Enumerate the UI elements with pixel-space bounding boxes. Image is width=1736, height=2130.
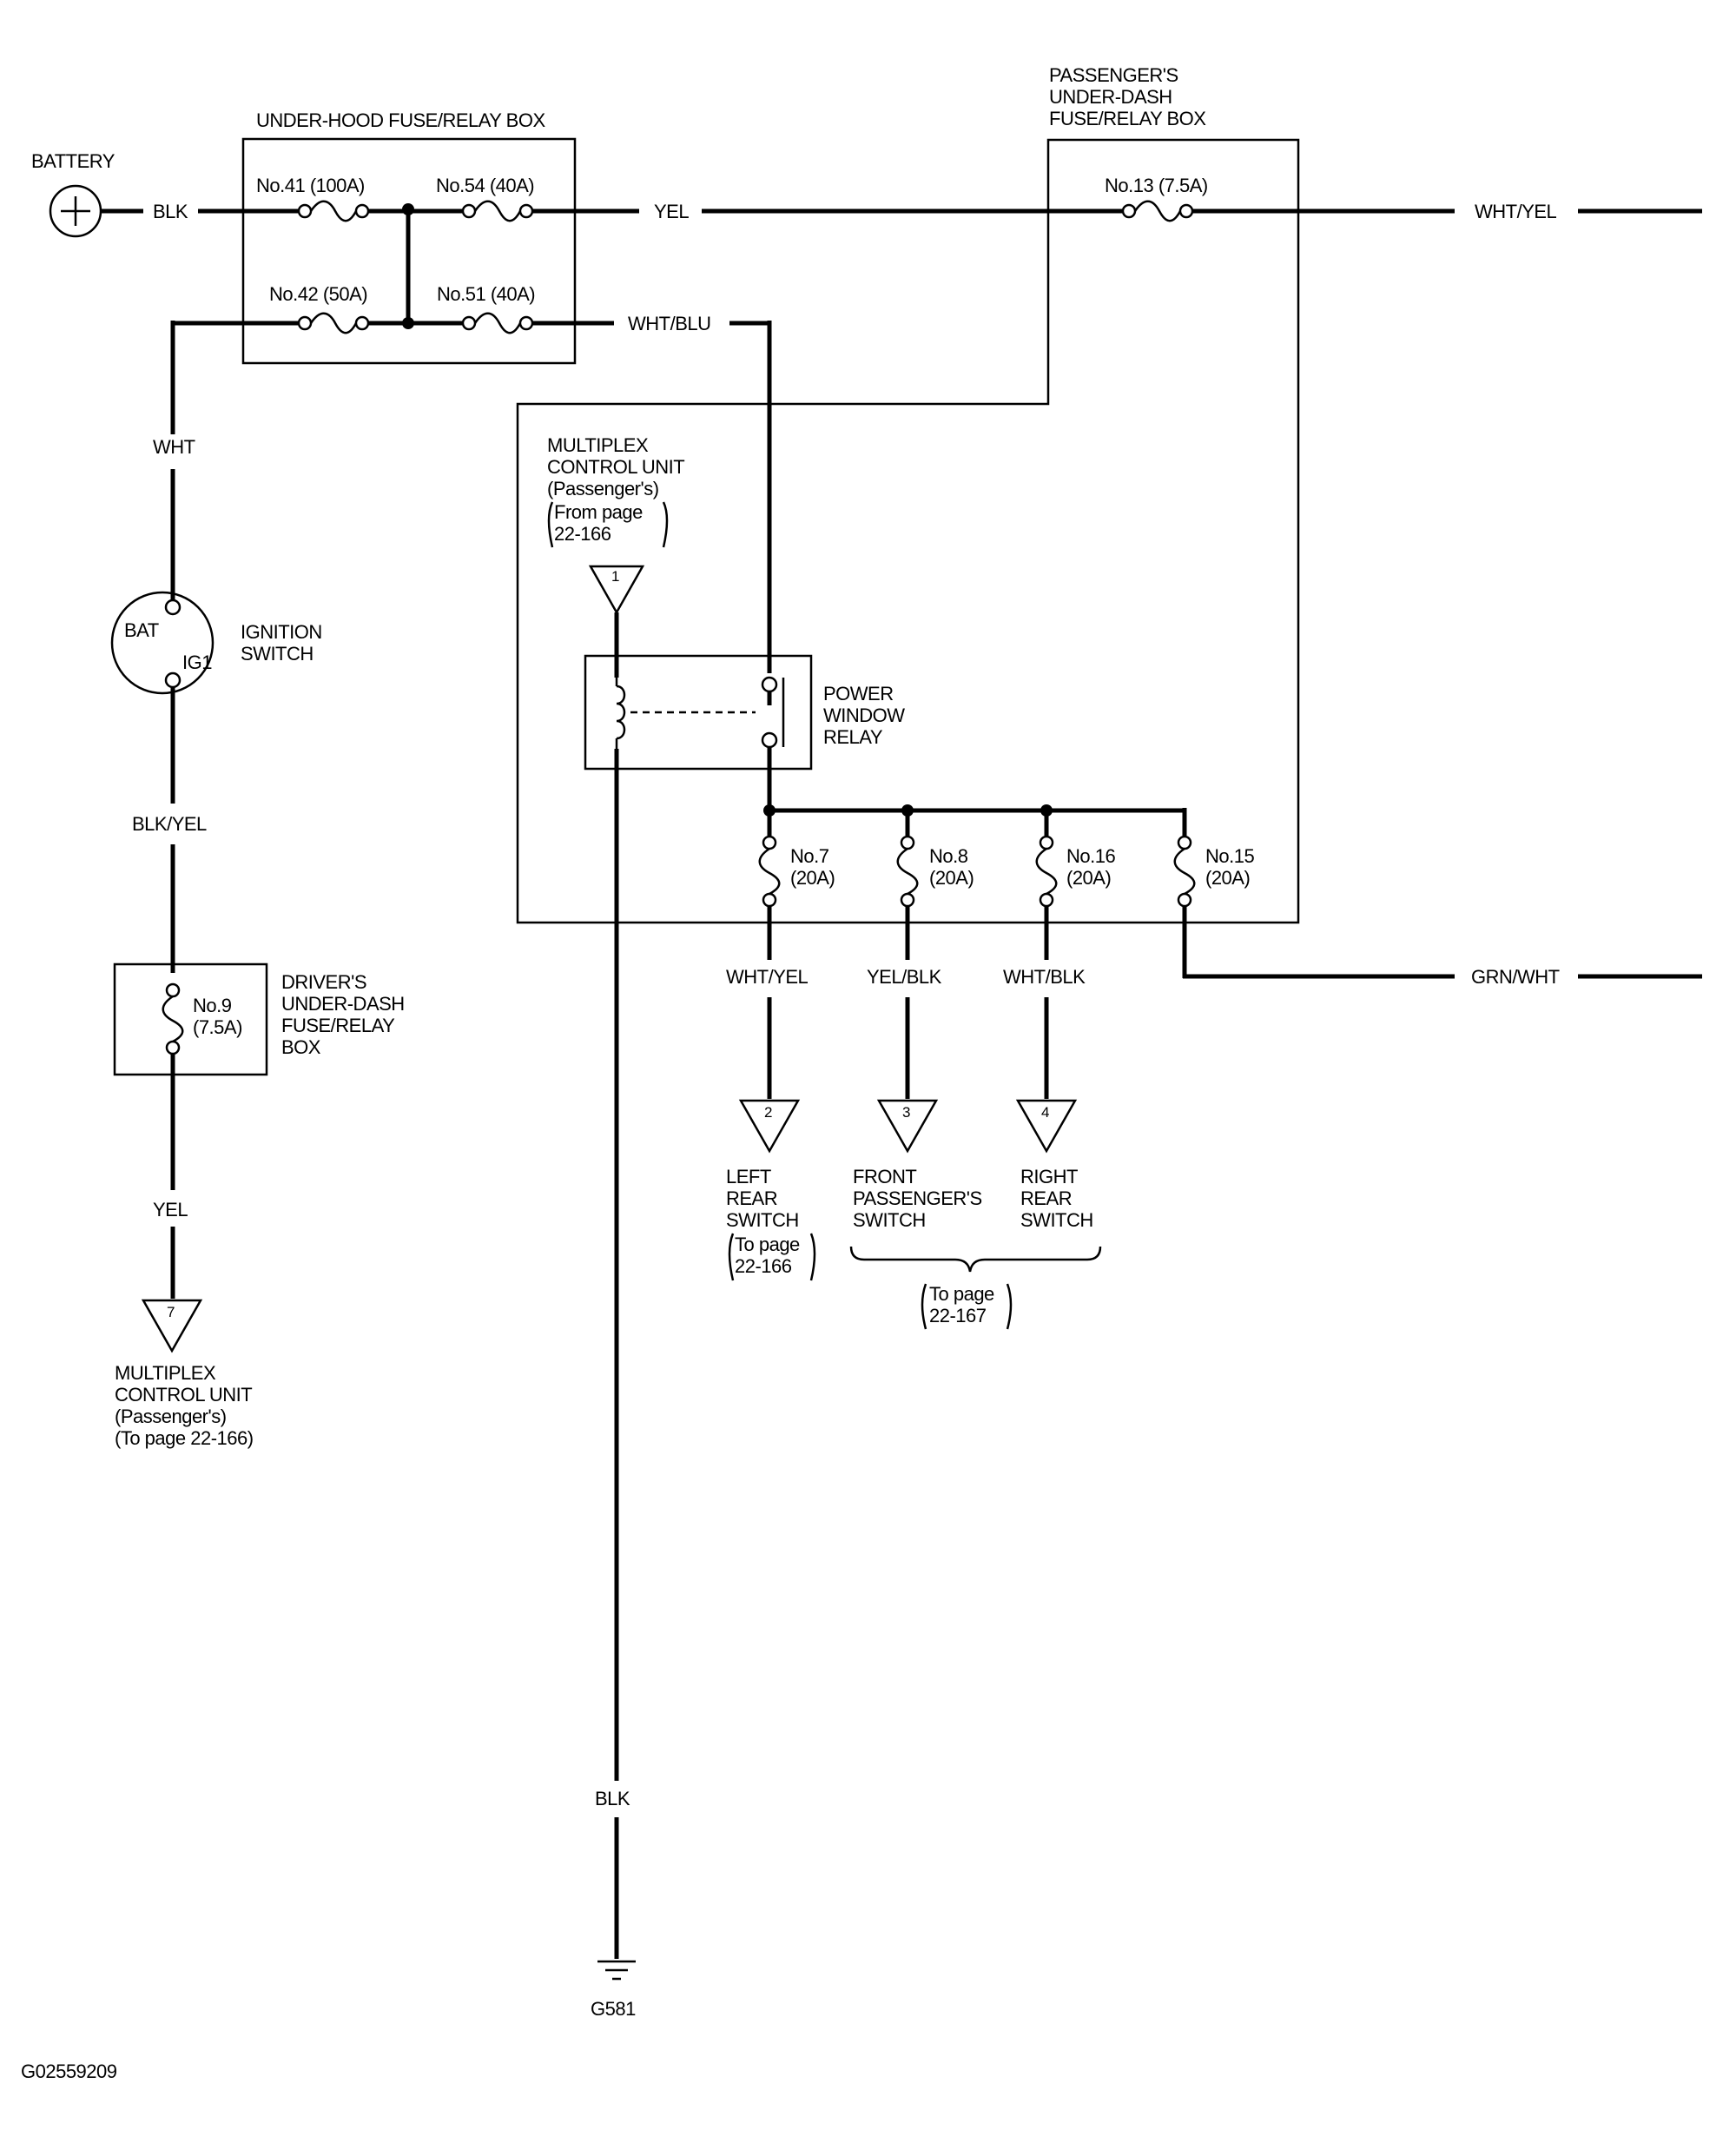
wire-label-grn-wht: GRN/WHT: [1471, 966, 1560, 988]
relay-label-2: WINDOW: [823, 704, 905, 726]
multiplex-from-line-4: From page: [554, 501, 643, 523]
under-hood-fuse-box: [241, 137, 577, 365]
relay-contacts: [761, 676, 785, 749]
wire-label-wht: WHT: [153, 436, 195, 458]
svg-text:3: 3: [902, 1104, 910, 1121]
left-rear-switch-line-1: LEFT: [726, 1166, 771, 1187]
figure-id: G02559209: [21, 2061, 117, 2082]
connector-2: 2: [738, 1099, 801, 1154]
multiplex-to-line-1: MULTIPLEX: [115, 1362, 216, 1384]
fuse-8-label-1: No.8: [929, 845, 968, 867]
left-rear-switch-line-2: REAR: [726, 1187, 777, 1209]
ignition-switch: [110, 591, 215, 695]
multiplex-to-line-3: (Passenger's): [115, 1406, 227, 1427]
right-rear-switch-line-1: RIGHT: [1020, 1166, 1078, 1187]
wire-label-wht-blu: WHT/BLU: [628, 313, 711, 334]
fuse-8-label-2: (20A): [929, 867, 974, 889]
ignition-label-1: IGNITION: [241, 621, 322, 643]
to-page-group-line-2: 22-167: [929, 1305, 987, 1326]
driver-fuse-box: [113, 962, 268, 1076]
wire-label-wht-blk: WHT/BLK: [1003, 966, 1086, 988]
wire-label-yel-left: YEL: [153, 1199, 188, 1220]
fuse-8: [896, 835, 919, 908]
passenger-fuse-box: [516, 138, 1300, 924]
multiplex-from-line-3: (Passenger's): [547, 478, 659, 499]
fuse-9-label-2: (7.5A): [193, 1016, 242, 1038]
fuse-41-label: No.41 (100A): [256, 175, 365, 196]
front-passenger-switch-line-1: FRONT: [853, 1166, 916, 1187]
passenger-box-title-3: FUSE/RELAY BOX: [1049, 108, 1206, 129]
fuse-15: [1173, 835, 1196, 908]
fuse-51-label: No.51 (40A): [437, 283, 535, 305]
left-rear-switch-line-3: SWITCH: [726, 1209, 799, 1231]
fuse-54: [461, 200, 534, 222]
connector-1: 1: [588, 565, 645, 615]
battery-label: BATTERY: [31, 150, 116, 172]
relay-label-1: POWER: [823, 683, 894, 704]
wire-label-blk-yel: BLK/YEL: [132, 813, 207, 835]
connector-3: 3: [876, 1099, 939, 1154]
driver-box-label-1: DRIVER'S: [281, 971, 366, 993]
left-rear-switch-line-4: To page: [735, 1234, 800, 1255]
power-window-relay: [584, 654, 813, 771]
fuse-51: [461, 312, 534, 334]
driver-box-label-4: BOX: [281, 1036, 321, 1058]
ignition-bat-label: BAT: [124, 619, 159, 641]
fuse-13-label: No.13 (7.5A): [1105, 175, 1208, 196]
driver-box-label-2: UNDER-DASH: [281, 993, 405, 1015]
fuse-16-label-2: (20A): [1066, 867, 1111, 889]
fuse-41: [297, 200, 370, 222]
multiplex-from-line-5: 22-166: [554, 523, 611, 545]
wire-label-wht-yel-top: WHT/YEL: [1475, 201, 1557, 222]
wire-label-wht-yel-bottom: WHT/YEL: [726, 966, 809, 988]
group-brace: [849, 1246, 1102, 1273]
fuse-16-label-1: No.16: [1066, 845, 1115, 867]
wire-label-blk-battery: BLK: [153, 201, 188, 222]
fuse-13: [1121, 200, 1194, 222]
fuse-42-label: No.42 (50A): [269, 283, 367, 305]
right-rear-switch-line-2: REAR: [1020, 1187, 1072, 1209]
passenger-box-title-1: PASSENGER'S: [1049, 64, 1178, 86]
battery-symbol: [49, 184, 102, 238]
front-passenger-switch-line-3: SWITCH: [853, 1209, 926, 1231]
multiplex-to-line-2: CONTROL UNIT: [115, 1384, 252, 1406]
svg-text:7: 7: [167, 1304, 175, 1320]
fuse-7-label-2: (20A): [790, 867, 835, 889]
fuse-15-label-2: (20A): [1205, 867, 1250, 889]
ignition-ig1-label: IG1: [182, 652, 212, 673]
multiplex-to-line-4: (To page 22-166): [115, 1427, 254, 1449]
under-hood-box-title: UNDER-HOOD FUSE/RELAY BOX: [256, 109, 545, 131]
left-rear-switch-line-5: 22-166: [735, 1255, 792, 1277]
passenger-box-title-2: UNDER-DASH: [1049, 86, 1172, 108]
fuse-7: [758, 835, 781, 908]
ground-symbol: [597, 1960, 636, 1981]
wire-label-yel-blk: YEL/BLK: [867, 966, 942, 988]
right-rear-switch-line-3: SWITCH: [1020, 1209, 1093, 1231]
ignition-label-2: SWITCH: [241, 643, 314, 665]
fuse-7-label-1: No.7: [790, 845, 829, 867]
ground-label: G581: [591, 1998, 636, 2020]
wire-label-yel-top: YEL: [654, 201, 689, 222]
wire-label-blk-ground: BLK: [595, 1788, 630, 1809]
driver-box-label-3: FUSE/RELAY: [281, 1015, 395, 1036]
connector-7: 7: [141, 1299, 203, 1353]
fuse-9: [162, 982, 184, 1055]
to-page-group-line-1: To page: [929, 1283, 994, 1305]
relay-coil: [615, 678, 626, 749]
svg-text:1: 1: [611, 568, 619, 585]
fuse-42: [297, 312, 370, 334]
fuse-9-label-1: No.9: [193, 995, 232, 1016]
fuse-54-label: No.54 (40A): [436, 175, 534, 196]
multiplex-from-line-2: CONTROL UNIT: [547, 456, 684, 478]
fuse-16: [1035, 835, 1058, 908]
relay-label-3: RELAY: [823, 726, 883, 748]
multiplex-from-line-1: MULTIPLEX: [547, 434, 649, 456]
fuse-15-label-1: No.15: [1205, 845, 1254, 867]
svg-text:4: 4: [1041, 1104, 1049, 1121]
connector-4: 4: [1015, 1099, 1078, 1154]
svg-text:2: 2: [764, 1104, 772, 1121]
front-passenger-switch-line-2: PASSENGER'S: [853, 1187, 982, 1209]
